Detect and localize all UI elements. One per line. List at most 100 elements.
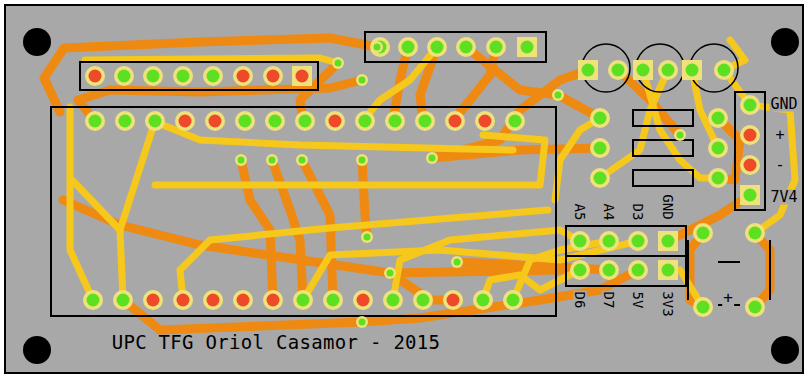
round-pad <box>590 108 610 128</box>
pad-hole <box>594 112 607 125</box>
pin-label: GND <box>769 97 798 112</box>
header-outline <box>566 226 686 286</box>
pad-hole <box>402 41 415 54</box>
via <box>356 316 368 328</box>
header-outline <box>80 62 318 90</box>
copper-trace-top <box>72 180 120 230</box>
copper-trace-top <box>120 121 155 300</box>
via-hole <box>387 270 394 277</box>
copper-trace-bottom <box>432 70 588 158</box>
pad-hole <box>359 115 372 128</box>
connector-outline <box>735 92 765 210</box>
round-pad <box>83 290 103 310</box>
pad-hole <box>637 64 650 77</box>
via <box>356 74 368 86</box>
round-pad <box>113 290 133 310</box>
pin-label: + <box>774 128 785 143</box>
via-hole <box>359 319 366 326</box>
round-pad <box>708 108 728 128</box>
pad-hole <box>299 115 312 128</box>
square-pad <box>517 37 537 57</box>
via <box>356 154 368 166</box>
pin-label: 3V3 <box>661 290 675 317</box>
copper-trace-top <box>303 241 638 300</box>
via-hole <box>454 259 461 266</box>
square-pad <box>578 60 598 80</box>
round-pad <box>323 290 343 310</box>
pad-hole <box>460 41 473 54</box>
pad-hole <box>177 70 190 83</box>
via <box>361 231 373 243</box>
pad-hole <box>147 70 160 83</box>
via-hole <box>269 157 276 164</box>
via-hole <box>555 92 562 99</box>
round-pad <box>175 111 195 131</box>
via-hole <box>238 157 245 164</box>
via <box>296 154 308 166</box>
round-pad <box>445 111 465 131</box>
round-pad <box>486 37 506 57</box>
round-pad <box>173 290 193 310</box>
round-pad <box>740 125 760 145</box>
led-outline <box>636 44 684 92</box>
pad-hole <box>479 115 492 128</box>
round-pad <box>599 260 619 280</box>
pad-hole <box>117 294 130 307</box>
pad-hole <box>507 294 520 307</box>
round-pad <box>693 223 713 243</box>
round-pad <box>590 138 610 158</box>
board-signature: UPC TFG Oriol Casamor - 2015 <box>111 333 442 352</box>
pad-hole <box>237 70 250 83</box>
round-pad <box>456 37 476 57</box>
round-pad <box>570 231 590 251</box>
square-pad <box>633 60 653 80</box>
resistor-symbol <box>633 110 693 126</box>
round-pad <box>740 95 760 115</box>
round-pad <box>415 111 435 131</box>
via <box>371 41 383 53</box>
via <box>384 267 396 279</box>
pad-hole <box>744 129 757 142</box>
pad-hole <box>712 142 725 155</box>
round-pad <box>443 290 463 310</box>
pin-label: A4 <box>602 203 616 222</box>
square-pad <box>658 231 678 251</box>
via-hole <box>429 155 436 162</box>
pad-hole <box>509 115 522 128</box>
round-pad <box>590 168 610 188</box>
round-pad <box>745 223 765 243</box>
pin-label: + <box>722 290 734 306</box>
pad-hole <box>744 159 757 172</box>
copper-trace-top <box>555 118 600 200</box>
round-pad <box>325 111 345 131</box>
pad-hole <box>89 70 102 83</box>
via <box>552 89 564 101</box>
square-pad <box>740 185 760 205</box>
round-pad <box>383 290 403 310</box>
via <box>235 154 247 166</box>
round-pad <box>628 231 648 251</box>
pin-label: D7 <box>602 291 616 310</box>
pad-hole <box>582 64 595 77</box>
round-pad <box>740 155 760 175</box>
round-pad <box>233 290 253 310</box>
pad-hole <box>594 142 607 155</box>
pad-hole <box>477 294 490 307</box>
pad-hole <box>632 264 645 277</box>
led-outline <box>582 44 630 92</box>
round-pad <box>608 60 628 80</box>
pad-hole <box>632 235 645 248</box>
round-pad <box>115 111 135 131</box>
pad-hole <box>712 112 725 125</box>
pad-hole <box>357 294 370 307</box>
pad-hole <box>490 41 503 54</box>
via <box>332 57 344 69</box>
via-hole <box>677 132 684 139</box>
round-pad <box>413 290 433 310</box>
pad-hole <box>267 70 280 83</box>
via-hole <box>364 234 371 241</box>
round-pad <box>263 290 283 310</box>
pad-hole <box>662 64 675 77</box>
copper-trace-bottom <box>668 195 750 241</box>
